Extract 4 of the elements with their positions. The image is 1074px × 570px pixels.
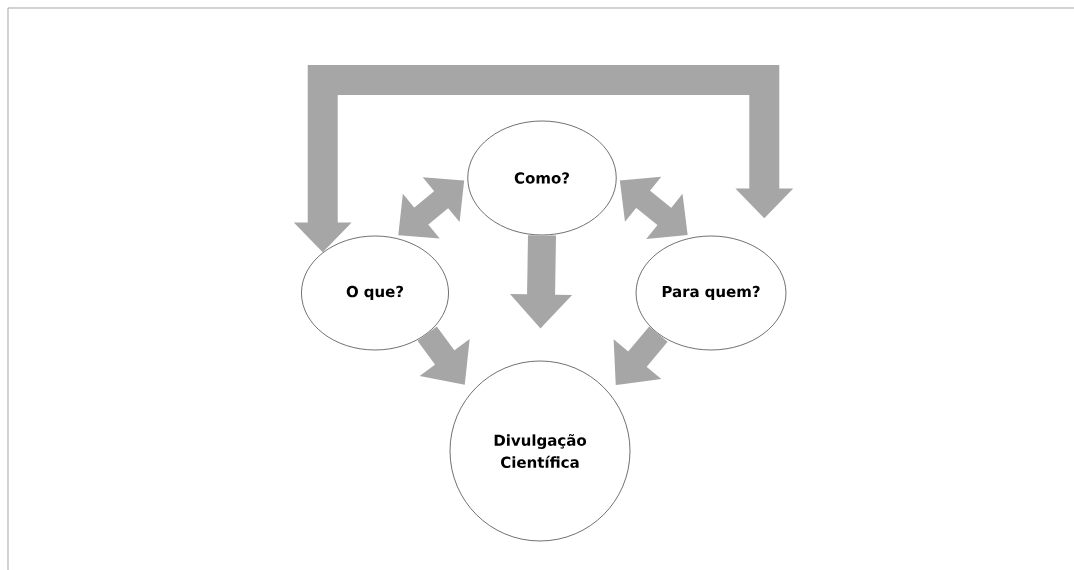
ellipse-node: Como? [467, 120, 617, 236]
ellipse-node: Para quem? [635, 235, 787, 351]
ellipse-node: O que? [301, 235, 449, 351]
circle-node: Divulgação Científica [449, 360, 631, 542]
